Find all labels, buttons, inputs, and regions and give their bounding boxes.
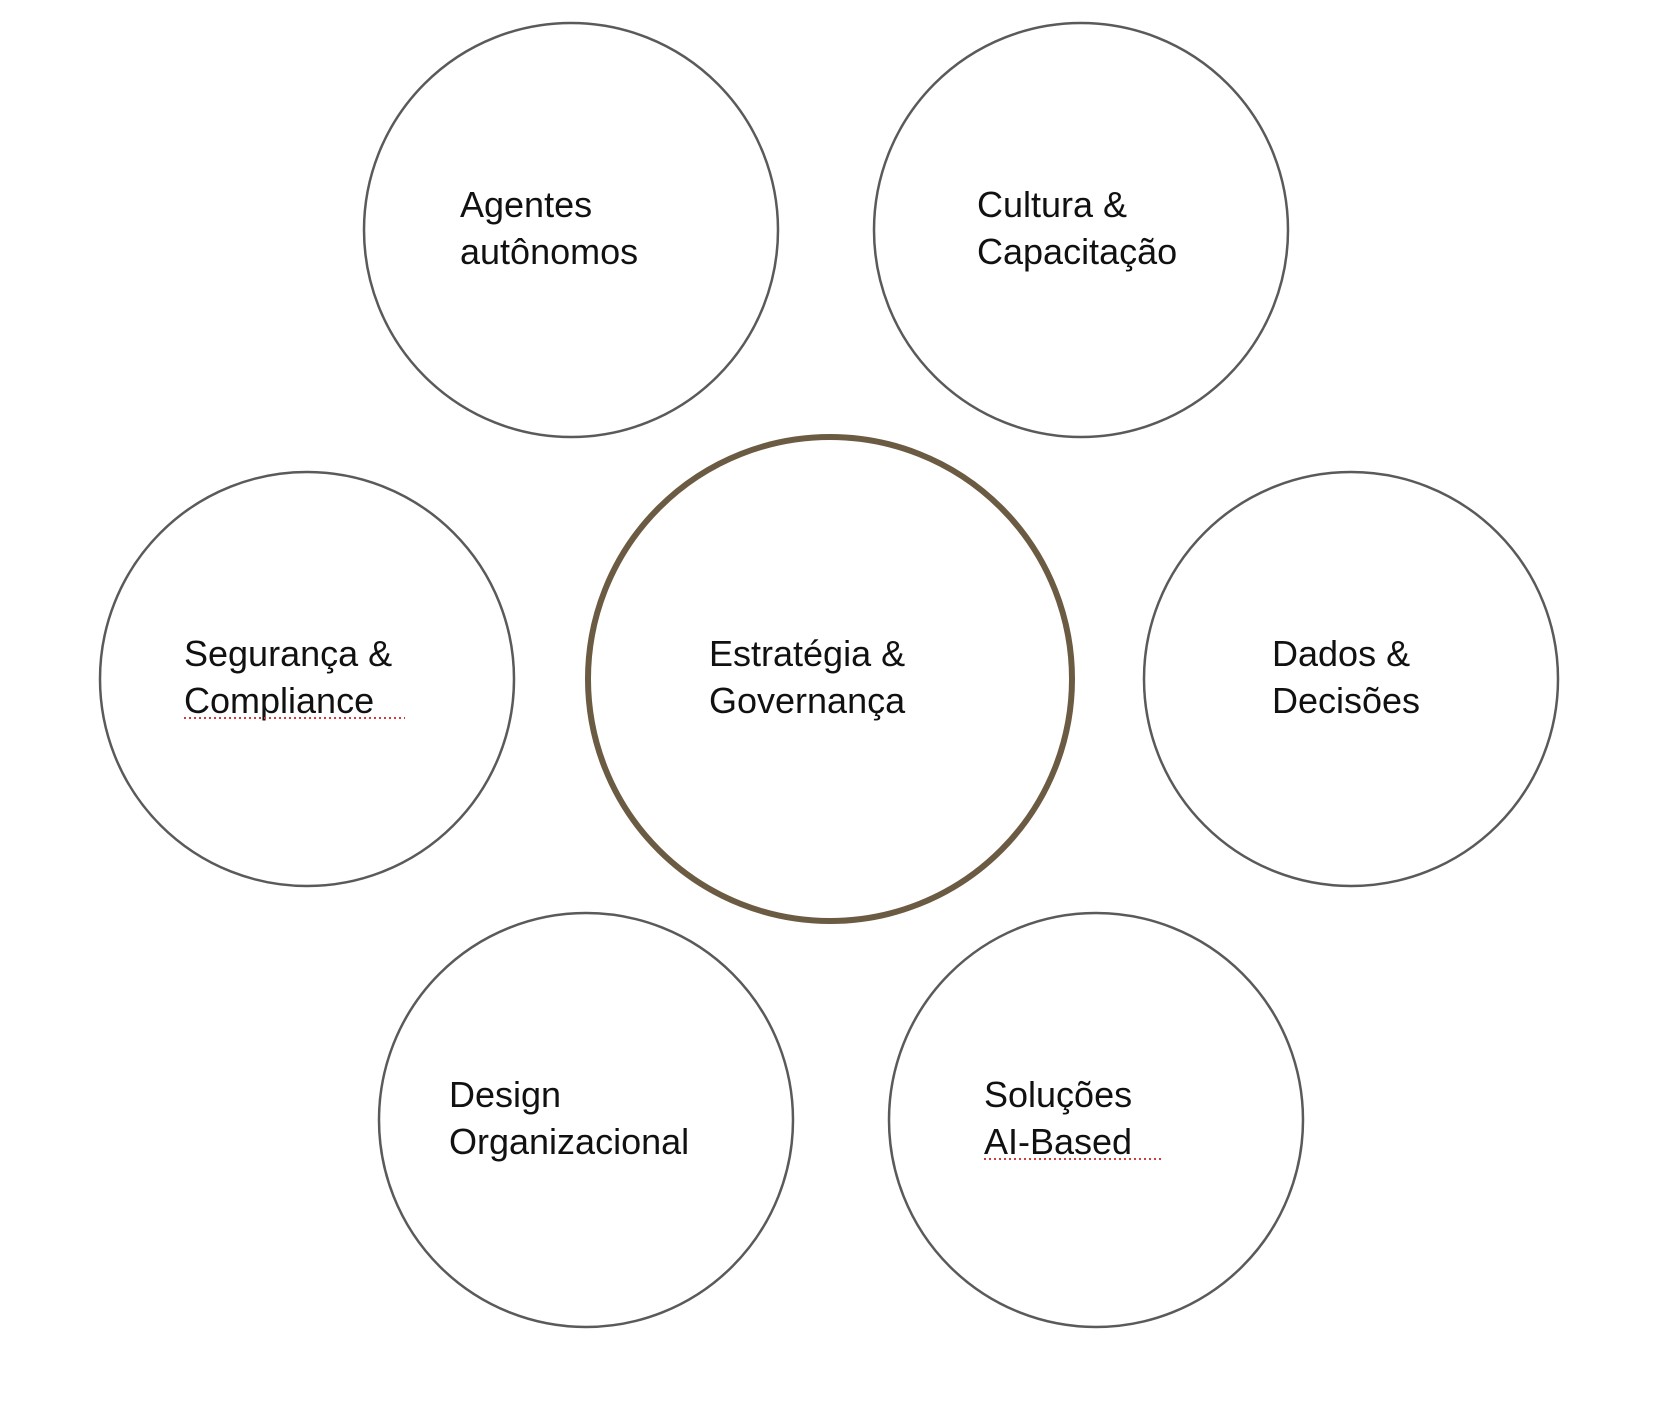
- node-label-line1: Segurança &: [184, 633, 392, 674]
- node-label-line1: Dados &: [1272, 633, 1410, 674]
- node-circle: [1142, 470, 1560, 888]
- node-circle: [887, 911, 1305, 1329]
- node-label-line1: Soluções: [984, 1074, 1132, 1115]
- node-estrategia-governanca: Estratégia & Governança: [585, 434, 1075, 924]
- node-label-line2: Organizacional: [449, 1121, 689, 1162]
- node-label-line2: Capacitação: [977, 231, 1177, 272]
- node-label-line2: Compliance: [184, 680, 374, 721]
- node-label-line2: autônomos: [460, 231, 638, 272]
- node-circle: [362, 21, 780, 439]
- node-circle: [98, 470, 516, 888]
- node-design-organizacional: Design Organizacional: [377, 911, 795, 1329]
- node-label-line2: Decisões: [1272, 680, 1420, 721]
- node-label-line1: Design: [449, 1074, 561, 1115]
- node-label-line2: AI-Based: [984, 1121, 1132, 1162]
- node-solucoes-ai-based: Soluções AI-Based: [887, 911, 1305, 1329]
- center-label-line2: Governança: [709, 680, 906, 721]
- center-circle: [585, 434, 1075, 924]
- node-seguranca-compliance: Segurança & Compliance: [98, 470, 516, 888]
- node-agentes-autonomos: Agentes autônomos: [362, 21, 780, 439]
- center-label-line1: Estratégia &: [709, 633, 905, 674]
- node-circle: [377, 911, 795, 1329]
- node-dados-decisoes: Dados & Decisões: [1142, 470, 1560, 888]
- node-label-line1: Agentes: [460, 184, 592, 225]
- node-cultura-capacitacao: Cultura & Capacitação: [872, 21, 1290, 439]
- node-circle: [872, 21, 1290, 439]
- node-label-line1: Cultura &: [977, 184, 1127, 225]
